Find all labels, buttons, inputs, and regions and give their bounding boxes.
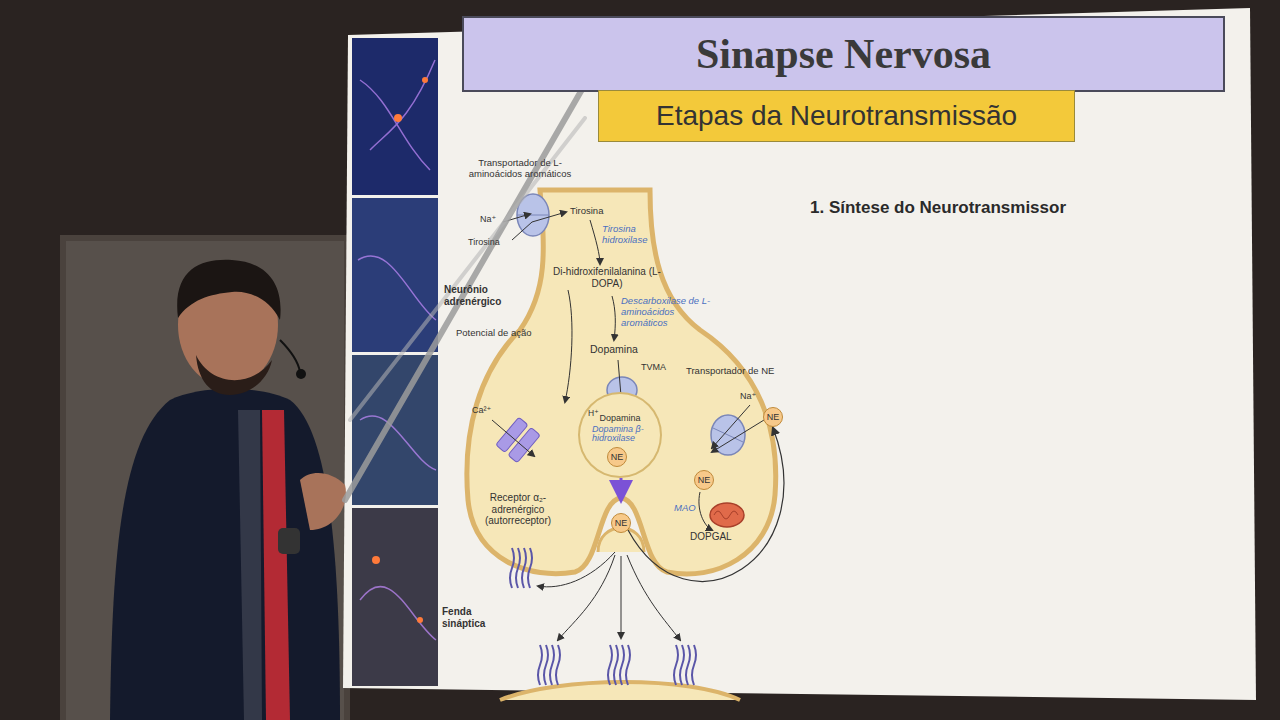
vesicle-circle: DopaminaDopamina β-hidroxilaseNE (578, 392, 662, 478)
part-label: Descarboxilase de L-aminoácidos aromátic… (621, 296, 723, 329)
ne-molecule: NE (611, 513, 631, 533)
ne-molecule: NE (694, 470, 714, 490)
node-text: NE (611, 452, 624, 462)
node-text: Etapas da Neurotransmissão (656, 100, 1017, 132)
part-label: DOPGAL (690, 531, 732, 543)
node-text: Dopamina β-hidroxilase (592, 425, 662, 444)
part-label: Na⁺ (480, 214, 496, 224)
part-label: TVMA (641, 362, 666, 372)
ne-molecule: NE (607, 447, 627, 467)
part-label: Receptor α₂-adrenérgico (autorreceptor) (466, 492, 570, 527)
step-heading: 1. Síntese do Neurotransmissor (810, 198, 1066, 218)
part-label: Potencial de ação (456, 328, 532, 339)
part-label: Tirosina (570, 206, 603, 217)
part-label: Dopamina (590, 343, 638, 355)
ne-molecule: NE (763, 407, 783, 427)
part-label: H⁺ (588, 409, 599, 419)
part-label: Na⁺ (740, 391, 756, 401)
part-label: Transportador de L-aminoácidos aromático… (455, 158, 585, 180)
node-text: NE (767, 412, 780, 422)
part-label: Di-hidroxifenilalanina (L-DOPA) (548, 266, 666, 289)
node-text: NE (615, 518, 628, 528)
part-label: Transportador de NE (686, 366, 774, 377)
part-label: Neurônio adrenérgico (444, 284, 526, 307)
section-band: Etapas da Neurotransmissão (598, 90, 1075, 142)
node-text: NE (698, 475, 711, 485)
title-band: Sinapse Nervosa (462, 16, 1225, 92)
title-text: Sinapse Nervosa (696, 30, 991, 78)
part-label: Ca²⁺ (472, 405, 491, 415)
part-label: MAO (674, 503, 696, 514)
part-label: Tirosina (468, 237, 500, 247)
part-label: Tirosina hidroxilase (602, 224, 664, 246)
part-label: Fenda sináptica (442, 606, 516, 629)
